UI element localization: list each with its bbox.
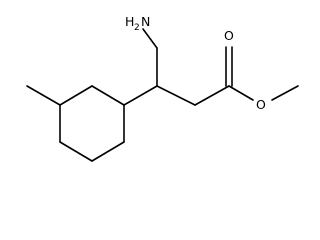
bond-ring-4 [59,141,93,162]
carbonyl-oxygen-label: O [224,28,234,43]
ester-oxygen-label: O [256,97,266,112]
amine-n-label: N [141,14,150,29]
molecule-structure: H 2 N O O [26,14,299,162]
bond-ring-to-chain [123,85,158,106]
bond-o-to-methyl [271,85,299,101]
bond-ch2-to-n [142,28,158,49]
amine-subscript-label: 2 [134,23,140,33]
bond-ring-3 [91,141,125,162]
bond-ring-methyl [26,85,61,106]
bond-ch-to-ch2-ester [156,85,196,106]
amine-h-label: H [125,14,134,29]
bond-carbonyl-to-o [228,85,254,101]
bond-ring-6 [59,85,93,106]
bond-ring-1 [91,85,125,106]
bond-ch2-to-carbonyl [194,85,230,106]
structure-canvas: H 2 N O O [26,14,299,162]
